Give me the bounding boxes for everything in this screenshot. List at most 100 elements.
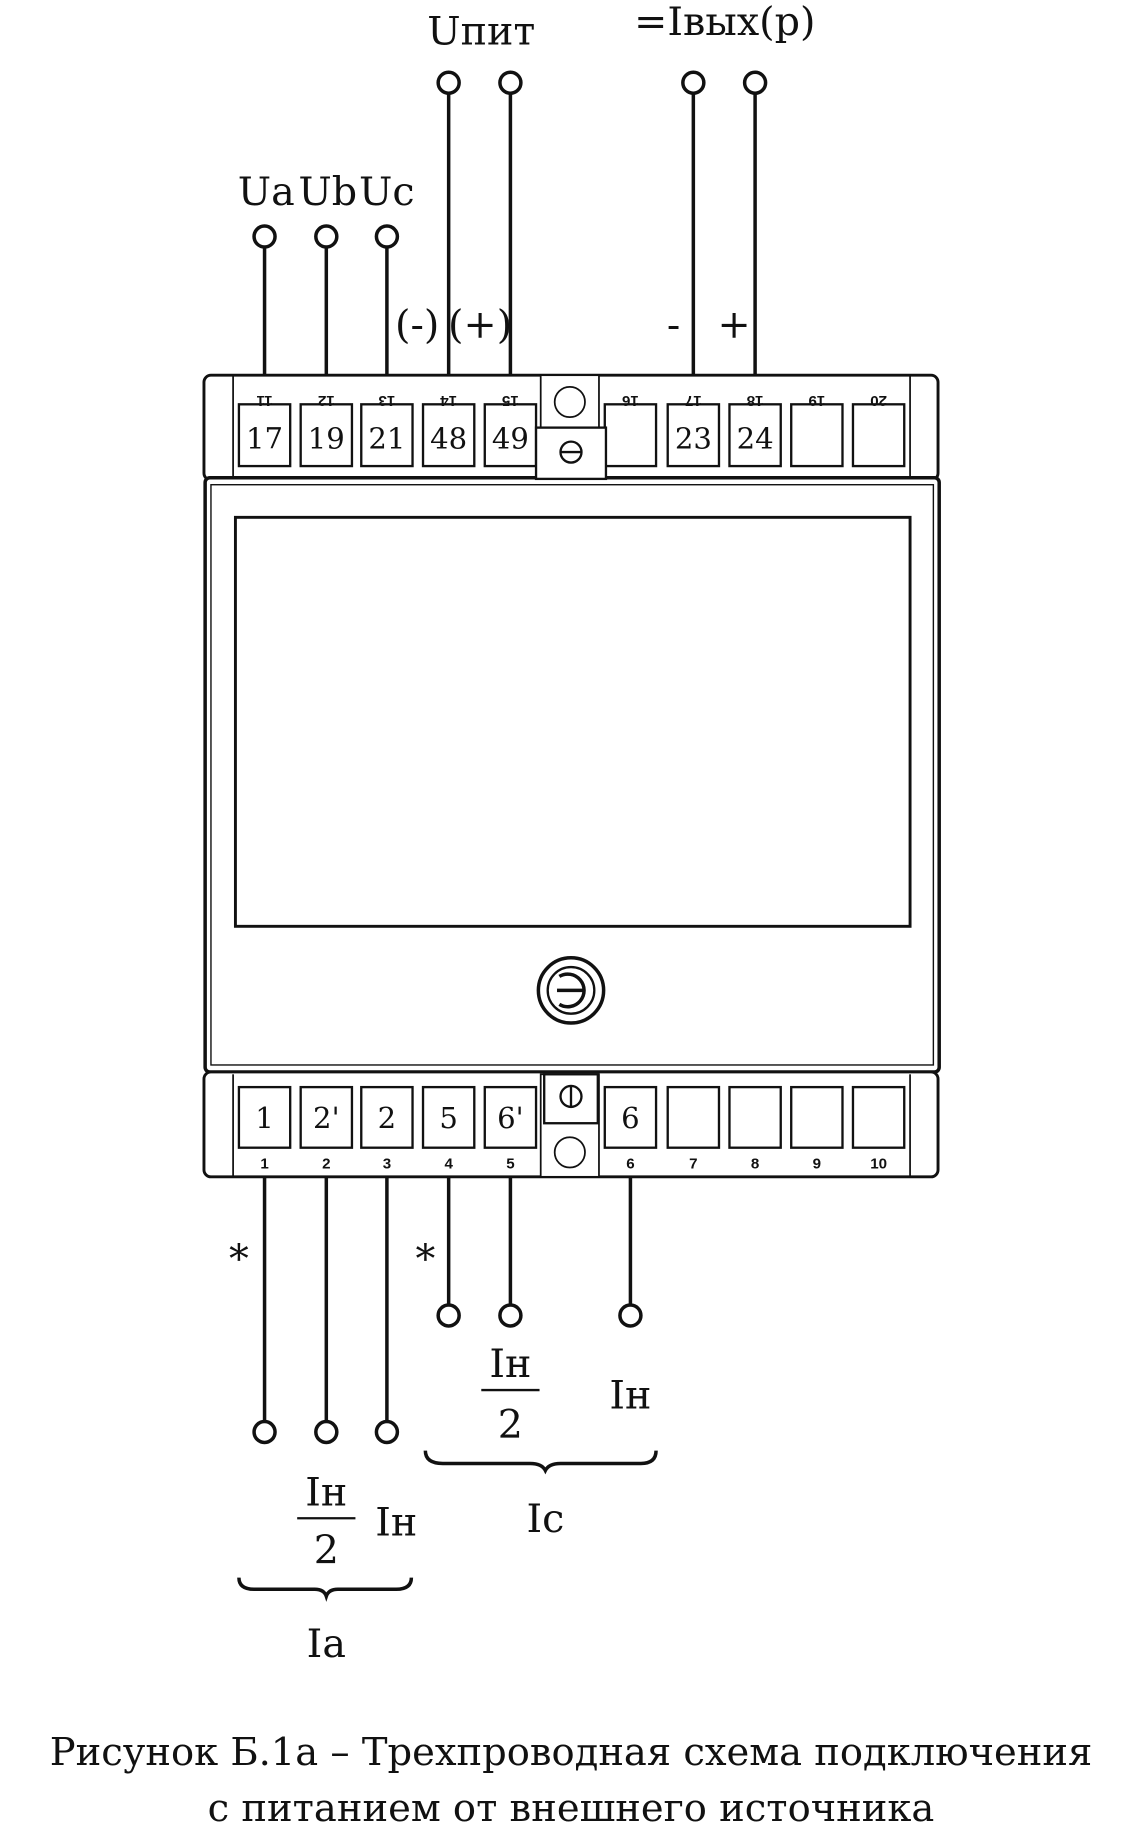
terminal-8-part (728, 1085, 782, 1149)
terminal-15-part: 15 (502, 392, 519, 409)
logo-icon (536, 956, 606, 1025)
terminal-8-part: 8 (751, 1156, 759, 1173)
bottom-terminal-block: 11 2'2 23 54 6'5 66 7 8 9 10 (237, 1073, 906, 1173)
terminal-13-part (360, 403, 414, 468)
logo-icon-part (557, 972, 586, 1009)
terminal-17-part (666, 403, 721, 468)
terminal-6-part: 6 (621, 1101, 640, 1135)
terminal-8: 8 (728, 1085, 782, 1173)
terminal-18-part: 24 (737, 422, 774, 456)
ic-half-fraction: Iн 2 (481, 1341, 540, 1448)
screw-icon (543, 1073, 599, 1125)
terminal-6-part: 6 (626, 1156, 634, 1173)
caption-line-2: с питанием от внешнего источника (208, 1786, 935, 1827)
terminal-3-part (360, 1085, 414, 1149)
terminal-1-part (237, 1085, 292, 1149)
terminal-12-part: 19 (308, 422, 345, 456)
ic-half-fraction-part: 2 (498, 1402, 523, 1448)
ia-half-fraction-part: Iн (305, 1469, 347, 1515)
top-wires-part (374, 224, 400, 249)
terminal-1-part: 1 (255, 1101, 274, 1135)
terminal-16: 16 (603, 392, 658, 468)
terminal-11-part: 11 (257, 392, 273, 409)
terminal-5-part (483, 1085, 538, 1149)
plus-label: + (718, 302, 751, 348)
device-body-part (210, 484, 935, 1066)
screw-icon-part (534, 426, 608, 481)
terminal-15-part: 49 (492, 422, 529, 456)
terminal-10: 10 (851, 1085, 906, 1173)
terminal-2: 2'2 (299, 1085, 354, 1173)
terminal-5: 6'5 (483, 1085, 538, 1173)
ia-label: Ia (307, 1621, 346, 1667)
ic-half-fraction-part: Iн (489, 1341, 531, 1387)
ia-half-fraction: Iн 2 (297, 1469, 356, 1574)
ic-brace (423, 1450, 658, 1475)
top-wires-part (742, 70, 768, 95)
top-wires-part (436, 70, 461, 95)
terminal-13-part: 13 (378, 392, 395, 409)
terminal-12-part: 12 (318, 392, 335, 409)
plus-paren-label: (+) (448, 302, 512, 348)
terminal-19-part (790, 403, 844, 468)
terminal-11-part (237, 403, 292, 468)
ic-in-label: Iн (609, 1373, 651, 1419)
minus-paren-label: (-) (395, 302, 439, 348)
terminal-15-part (483, 403, 538, 468)
minus-label: - (667, 302, 680, 348)
terminal-4-part: 4 (444, 1156, 453, 1173)
terminal-18-part (728, 403, 782, 468)
top-wires-part (314, 224, 339, 249)
top-wires-part (252, 224, 277, 249)
screw-icon (534, 426, 608, 481)
device-body-part (553, 1136, 586, 1169)
ub-label: Ub (298, 169, 357, 215)
bottom-wires-part (436, 1303, 461, 1328)
terminal-2-part: 2 (322, 1156, 330, 1173)
top-wires (252, 70, 768, 376)
terminal-11-part: 17 (246, 422, 283, 456)
terminal-14-part: 14 (440, 392, 457, 409)
polarity-star-a: * (229, 1236, 249, 1282)
terminal-16-part: 16 (622, 392, 639, 409)
polarity-star-c: * (415, 1236, 435, 1282)
terminal-3: 23 (360, 1085, 414, 1173)
terminal-14-part (421, 403, 476, 468)
ia-in-label: Iн (375, 1500, 417, 1546)
terminal-14-part: 48 (430, 422, 467, 456)
display-window (233, 515, 912, 928)
terminal-20-part: 20 (870, 392, 887, 409)
device-body (202, 373, 941, 1179)
terminal-19: 19 (790, 392, 844, 468)
terminal-16-part (603, 403, 658, 468)
bottom-wires-part (374, 1419, 400, 1445)
terminal-10-part (851, 1085, 906, 1149)
upit-label: Uпит (427, 8, 535, 54)
terminal-6-part (603, 1085, 658, 1149)
terminal-17-part: 23 (675, 422, 712, 456)
bottom-wires-part (618, 1303, 643, 1328)
terminal-4-part: 5 (439, 1101, 458, 1135)
ia-brace (237, 1577, 414, 1602)
terminal-1-part: 1 (260, 1156, 268, 1173)
terminal-7: 7 (666, 1085, 721, 1173)
top-wires-part (498, 70, 523, 95)
terminal-20: 20 (851, 392, 906, 468)
terminal-4-part (421, 1085, 476, 1149)
ua-label: Ua (238, 169, 295, 215)
terminal-2-part (299, 1085, 354, 1149)
uc-label: Uc (359, 169, 415, 215)
bottom-wires (252, 1176, 643, 1445)
terminal-4: 54 (421, 1085, 476, 1173)
ic-label: Ic (526, 1496, 564, 1542)
ia-half-fraction-part: 2 (314, 1528, 339, 1574)
terminal-9-part: 9 (813, 1156, 821, 1173)
terminal-12: 12 19 (299, 392, 354, 468)
terminal-19-part: 19 (808, 392, 825, 409)
iout-label: =Iвых(р) (634, 0, 815, 45)
bottom-wires-part (314, 1419, 339, 1445)
